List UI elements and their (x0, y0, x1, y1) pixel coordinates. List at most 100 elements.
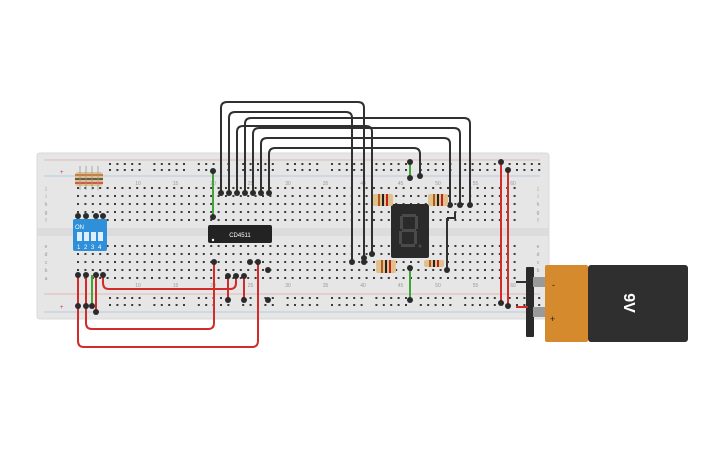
wire-endpoint[interactable] (255, 259, 261, 265)
wire-endpoint[interactable] (266, 190, 272, 196)
wire-endpoint[interactable] (210, 214, 216, 220)
wire-endpoint[interactable] (250, 190, 256, 196)
wire-endpoint[interactable] (457, 202, 463, 208)
wire-endpoint[interactable] (93, 272, 99, 278)
wire-endpoint[interactable] (369, 251, 375, 257)
hole (284, 269, 287, 271)
hole (247, 187, 250, 189)
wire-endpoint[interactable] (75, 213, 81, 219)
wire-endpoint[interactable] (407, 159, 413, 165)
seven-segment-display[interactable] (391, 204, 429, 258)
wire-endpoint[interactable] (407, 297, 413, 303)
wire-endpoint[interactable] (225, 297, 231, 303)
wire-endpoint[interactable] (75, 272, 81, 278)
wire-endpoint[interactable] (83, 213, 89, 219)
wire-endpoint[interactable] (218, 190, 224, 196)
hole (358, 253, 361, 255)
hole (476, 211, 479, 213)
wire-endpoint[interactable] (265, 267, 271, 273)
hole (151, 245, 153, 247)
hole (424, 195, 427, 197)
wire-endpoint[interactable] (505, 303, 511, 309)
battery-label: 9V (620, 293, 637, 313)
wire-endpoint[interactable] (225, 273, 231, 279)
resistor-pack[interactable] (75, 166, 103, 190)
wire-endpoint[interactable] (83, 303, 89, 309)
hole (77, 187, 79, 189)
wire-endpoint[interactable] (447, 202, 453, 208)
rail-hole (116, 163, 119, 165)
hole (128, 269, 131, 271)
rail-hole (471, 304, 474, 306)
hole (84, 269, 87, 271)
wire-endpoint[interactable] (417, 173, 423, 179)
cd4511-chip[interactable]: CD4511 (208, 225, 272, 243)
hole (121, 253, 124, 255)
wire-endpoint[interactable] (93, 213, 99, 219)
dip-toggle-1[interactable] (77, 232, 82, 241)
wire-endpoint[interactable] (444, 267, 450, 273)
hole (373, 211, 375, 213)
red-wires[interactable] (77, 162, 509, 348)
hole (498, 195, 501, 197)
hole (151, 253, 153, 255)
wire-endpoint[interactable] (93, 309, 99, 315)
hole (513, 253, 516, 255)
dip-switch[interactable]: ON 1 2 3 4 (73, 219, 107, 251)
hole (373, 261, 375, 263)
hole (395, 269, 398, 271)
wire-endpoint[interactable] (265, 297, 271, 303)
hole (484, 261, 486, 263)
wire-endpoint[interactable] (75, 303, 81, 309)
wire-endpoint[interactable] (505, 167, 511, 173)
hole (239, 211, 242, 213)
hole (306, 277, 309, 279)
dip-toggle-2[interactable] (84, 232, 89, 241)
wire-endpoint[interactable] (233, 273, 239, 279)
wire-endpoint[interactable] (83, 272, 89, 278)
battery-9v[interactable]: - + 9V (516, 265, 688, 342)
wire-endpoint[interactable] (258, 190, 264, 196)
wire-endpoint[interactable] (234, 190, 240, 196)
wire-endpoint[interactable] (100, 272, 106, 278)
dip-toggle-3[interactable] (91, 232, 96, 241)
hole (365, 211, 368, 213)
rail-hole (286, 304, 289, 306)
wire-endpoint[interactable] (226, 190, 232, 196)
rail-hole (382, 163, 385, 165)
wire-endpoint[interactable] (241, 273, 247, 279)
wire-endpoint[interactable] (407, 265, 413, 271)
hole (210, 253, 213, 255)
wire-endpoint[interactable] (89, 303, 95, 309)
wire-endpoint[interactable] (247, 259, 253, 265)
wire-endpoint[interactable] (210, 168, 216, 174)
wire-endpoint[interactable] (361, 259, 367, 265)
column-number: 60 (510, 283, 516, 289)
black-wires[interactable] (220, 101, 471, 270)
wire-endpoint[interactable] (349, 259, 355, 265)
wire-endpoint[interactable] (211, 259, 217, 265)
rail-hole (168, 297, 171, 299)
rail-hole (353, 297, 356, 299)
rail-hole (493, 163, 496, 165)
wire-endpoint[interactable] (242, 190, 248, 196)
rail-hole (397, 169, 400, 171)
dip-toggle-4[interactable] (98, 232, 103, 241)
hole (165, 277, 168, 279)
hole (461, 253, 464, 255)
wire-endpoint[interactable] (498, 300, 504, 306)
hole (417, 187, 420, 189)
hole (306, 269, 309, 271)
wire-endpoint[interactable] (498, 159, 504, 165)
hole (247, 195, 250, 197)
wire-endpoint[interactable] (467, 202, 473, 208)
wire-endpoint[interactable] (407, 175, 413, 181)
hole (336, 245, 338, 247)
display-resistors[interactable] (373, 194, 448, 273)
chip-notch (211, 238, 215, 242)
wire-endpoint[interactable] (100, 213, 106, 219)
hole (432, 187, 435, 189)
wire-endpoint[interactable] (241, 297, 247, 303)
